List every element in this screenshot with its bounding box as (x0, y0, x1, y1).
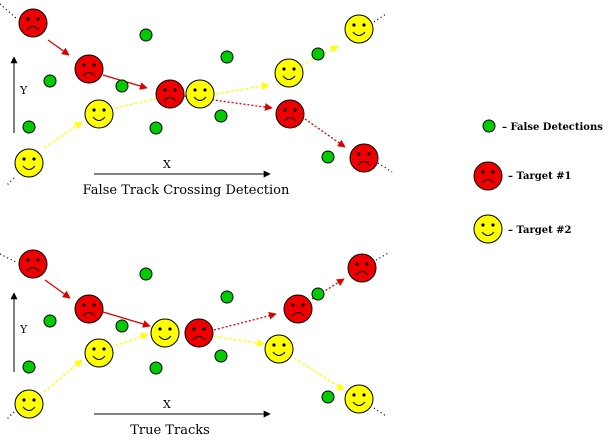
red-targets-bottom (18, 249, 377, 348)
yellow-target-happy-icon (84, 99, 114, 129)
green-dot-icon (482, 119, 496, 133)
yellow-target-happy-icon (264, 334, 294, 364)
yellow-target-happy-icon (344, 384, 374, 414)
false-detection-dot (43, 74, 57, 88)
red-target-sad-icon (347, 253, 377, 283)
false-detection-dot (321, 390, 335, 404)
panel-bottom: Y X (0, 249, 391, 438)
yellow-track-bottom (5, 331, 387, 421)
false-detection-dot (115, 79, 129, 93)
false-detection-dot (22, 120, 36, 134)
legend-item-false-detections: – False Detections (482, 119, 603, 133)
yellow-targets-top (14, 14, 374, 178)
false-detections-top (22, 28, 335, 164)
legend-item-target1: – Target #1 (473, 161, 572, 191)
false-detection-dot (149, 121, 163, 135)
legend-label-false-detections: – False Detections (502, 122, 603, 133)
false-detection-dot (220, 50, 234, 64)
false-detection-dot (321, 150, 335, 164)
false-detection-dot (115, 319, 129, 333)
red-target-sad-icon (74, 54, 104, 84)
red-target-sad-icon (349, 143, 379, 173)
caption-top: False Track Crossing Detection (83, 183, 290, 198)
red-target-sad-icon (184, 318, 214, 348)
false-detection-dot (22, 360, 36, 374)
legend-item-target2: – Target #2 (473, 214, 572, 244)
x-axis-label-top: X (163, 158, 171, 171)
y-axis-label-top: Y (19, 84, 28, 97)
false-detection-dot (43, 314, 57, 328)
red-target-sad-icon (283, 294, 313, 324)
red-track-bottom (0, 251, 391, 331)
yellow-target-happy-icon (84, 338, 114, 368)
x-axis-label-bottom: X (163, 398, 171, 411)
red-target-sad-icon (18, 8, 48, 38)
false-detection-dot (311, 287, 325, 301)
yellow-target-happy-icon (344, 14, 374, 44)
legend: – False Detections – Target #1 – Target … (473, 119, 603, 244)
false-detection-dot (214, 349, 228, 363)
yellow-target-happy-icon (14, 389, 44, 419)
false-detection-dot (311, 47, 325, 61)
false-detection-dot (139, 267, 153, 281)
false-detection-dot (220, 290, 234, 304)
caption-bottom: True Tracks (130, 423, 210, 438)
red-targets-top (18, 8, 379, 173)
false-detection-dot (214, 109, 228, 123)
red-target-sad-icon (473, 161, 503, 191)
false-detection-dot (149, 361, 163, 375)
false-detection-dot (139, 28, 153, 42)
axes-bottom: Y X (10, 292, 271, 418)
red-target-sad-icon (74, 294, 104, 324)
panel-top: Y X (0, 3, 393, 198)
legend-label-target2: – Target #2 (508, 225, 572, 236)
red-track-top (0, 3, 393, 173)
red-target-sad-icon (155, 79, 185, 109)
axes-top: Y X (10, 56, 271, 178)
yellow-target-happy-icon (274, 58, 304, 88)
red-target-sad-icon (18, 249, 48, 279)
yellow-target-happy-icon (473, 214, 503, 244)
yellow-target-happy-icon (185, 79, 215, 109)
yellow-target-happy-icon (150, 318, 180, 348)
yellow-target-happy-icon (14, 148, 44, 178)
yellow-targets-bottom (14, 318, 374, 419)
false-detections-bottom (22, 267, 335, 404)
legend-label-target1: – Target #1 (508, 171, 572, 182)
y-axis-label-bottom: Y (19, 323, 28, 336)
red-target-sad-icon (275, 99, 305, 129)
